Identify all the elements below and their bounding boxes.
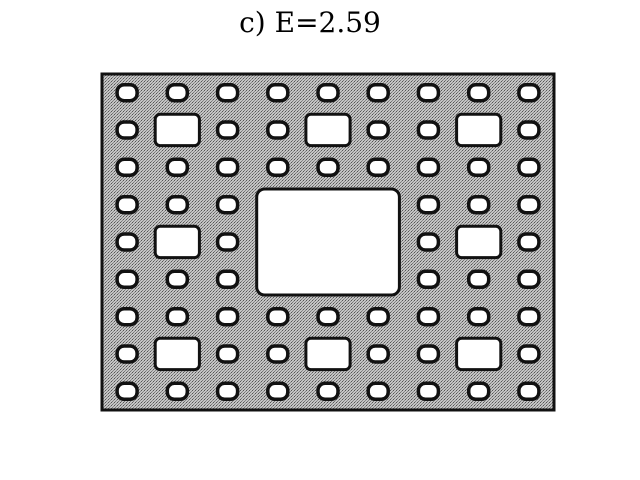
carpet-hole-level-3 xyxy=(517,157,541,178)
carpet-hole-level-3 xyxy=(416,120,441,140)
carpet-hole-level-3 xyxy=(366,120,390,140)
carpet-hole-level-3 xyxy=(115,232,139,252)
carpet-hole-level-3 xyxy=(165,381,190,402)
carpet-hole-level-3 xyxy=(266,306,290,327)
carpet-holes xyxy=(115,82,541,402)
carpet-hole-level-3 xyxy=(316,381,340,402)
carpet-hole-level-3 xyxy=(215,157,240,178)
carpet-hole-level-3 xyxy=(517,306,541,327)
carpet-hole-level-2 xyxy=(153,224,201,260)
carpet-hole-level-3 xyxy=(466,381,491,402)
carpet-hole-level-3 xyxy=(115,194,139,215)
carpet-hole-level-3 xyxy=(466,306,491,327)
carpet-hole-level-3 xyxy=(416,344,441,364)
carpet-hole-level-3 xyxy=(115,344,139,364)
carpet-hole-level-3 xyxy=(215,232,240,252)
carpet-hole-level-2 xyxy=(304,336,352,372)
carpet-hole-level-3 xyxy=(366,381,390,402)
carpet-hole-level-3 xyxy=(115,82,139,103)
carpet-hole-level-2 xyxy=(153,112,201,148)
carpet-hole-level-2 xyxy=(455,336,503,372)
carpet-hole-level-3 xyxy=(517,194,541,215)
carpet-hole-level-3 xyxy=(416,381,441,402)
carpet-hole-level-3 xyxy=(266,381,290,402)
carpet-hole-level-3 xyxy=(165,82,190,103)
carpet-hole-level-3 xyxy=(316,306,340,327)
carpet-hole-level-3 xyxy=(165,269,190,290)
carpet-hole-level-3 xyxy=(215,269,240,290)
carpet-hole-level-3 xyxy=(366,157,390,178)
carpet-hole-level-3 xyxy=(416,306,441,327)
carpet-hole-level-3 xyxy=(115,306,139,327)
carpet-hole-level-3 xyxy=(115,381,139,402)
carpet-hole-level-3 xyxy=(215,381,240,402)
carpet-hole-level-3 xyxy=(517,120,541,140)
carpet-hole-level-3 xyxy=(416,232,441,252)
carpet-hole-level-3 xyxy=(366,306,390,327)
carpet-hole-level-2 xyxy=(153,336,201,372)
carpet-hole-level-3 xyxy=(115,157,139,178)
carpet-hole-level-3 xyxy=(517,344,541,364)
carpet-hole-level-3 xyxy=(316,157,340,178)
carpet-hole-level-3 xyxy=(517,269,541,290)
carpet-hole-level-2 xyxy=(304,112,352,148)
carpet-hole-level-3 xyxy=(215,120,240,140)
carpet-hole-level-3 xyxy=(517,232,541,252)
carpet-hole-level-3 xyxy=(165,306,190,327)
carpet-hole-level-3 xyxy=(416,269,441,290)
carpet-hole-level-3 xyxy=(165,157,190,178)
carpet-hole-level-3 xyxy=(266,344,290,364)
carpet-hole-level-3 xyxy=(366,344,390,364)
carpet-hole-level-3 xyxy=(466,194,491,215)
carpet-hole-level-3 xyxy=(416,194,441,215)
carpet-hole-level-3 xyxy=(416,82,441,103)
figure-caption: c) E=2.59 xyxy=(239,6,381,39)
carpet-hole-level-3 xyxy=(466,82,491,103)
carpet-hole-level-1 xyxy=(255,187,401,297)
carpet-hole-level-3 xyxy=(215,82,240,103)
carpet-hole-level-3 xyxy=(466,157,491,178)
carpet-hole-level-3 xyxy=(266,82,290,103)
carpet-hole-level-3 xyxy=(115,120,139,140)
carpet-hole-level-3 xyxy=(517,82,541,103)
carpet-hole-level-3 xyxy=(215,306,240,327)
carpet-hole-level-3 xyxy=(316,82,340,103)
carpet-hole-level-3 xyxy=(466,269,491,290)
carpet-hole-level-3 xyxy=(366,82,390,103)
carpet-hole-level-3 xyxy=(517,381,541,402)
carpet-hole-level-2 xyxy=(455,224,503,260)
carpet-hole-level-3 xyxy=(416,157,441,178)
carpet-hole-level-3 xyxy=(215,194,240,215)
carpet-hole-level-2 xyxy=(455,112,503,148)
carpet-hole-level-3 xyxy=(215,344,240,364)
carpet-hole-level-3 xyxy=(115,269,139,290)
carpet-hole-level-3 xyxy=(165,194,190,215)
carpet-hole-level-3 xyxy=(266,120,290,140)
carpet-hole-level-3 xyxy=(266,157,290,178)
